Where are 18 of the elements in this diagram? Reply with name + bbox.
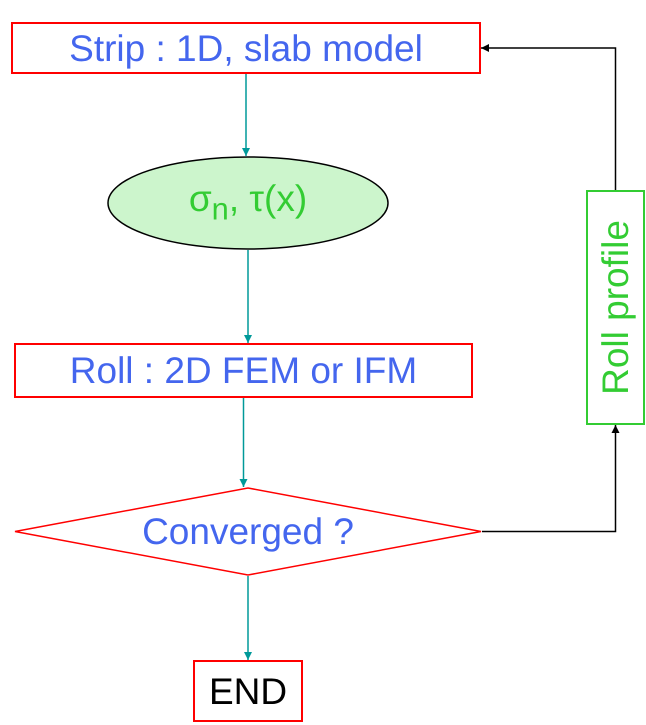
node-label: σ$_{n}$, τ(x) [188,180,308,226]
arrow [244,576,252,660]
data-ellipse [107,156,389,250]
node-label: Roll profile [597,220,634,395]
node-label: Roll : 2D FEM or IFM [70,352,418,389]
arrow [482,425,620,532]
process-box [11,22,481,74]
end-box [193,660,303,722]
arrow [240,398,248,487]
node-label: Strip : 1D, slab model [69,30,423,66]
arrow [244,250,252,343]
process-box [586,190,645,425]
node-label: Converged ? [142,513,354,550]
arrow [481,44,616,190]
decision-diamond [14,487,482,576]
node-label: END [208,672,288,710]
process-box [14,343,473,398]
arrow [242,74,250,156]
